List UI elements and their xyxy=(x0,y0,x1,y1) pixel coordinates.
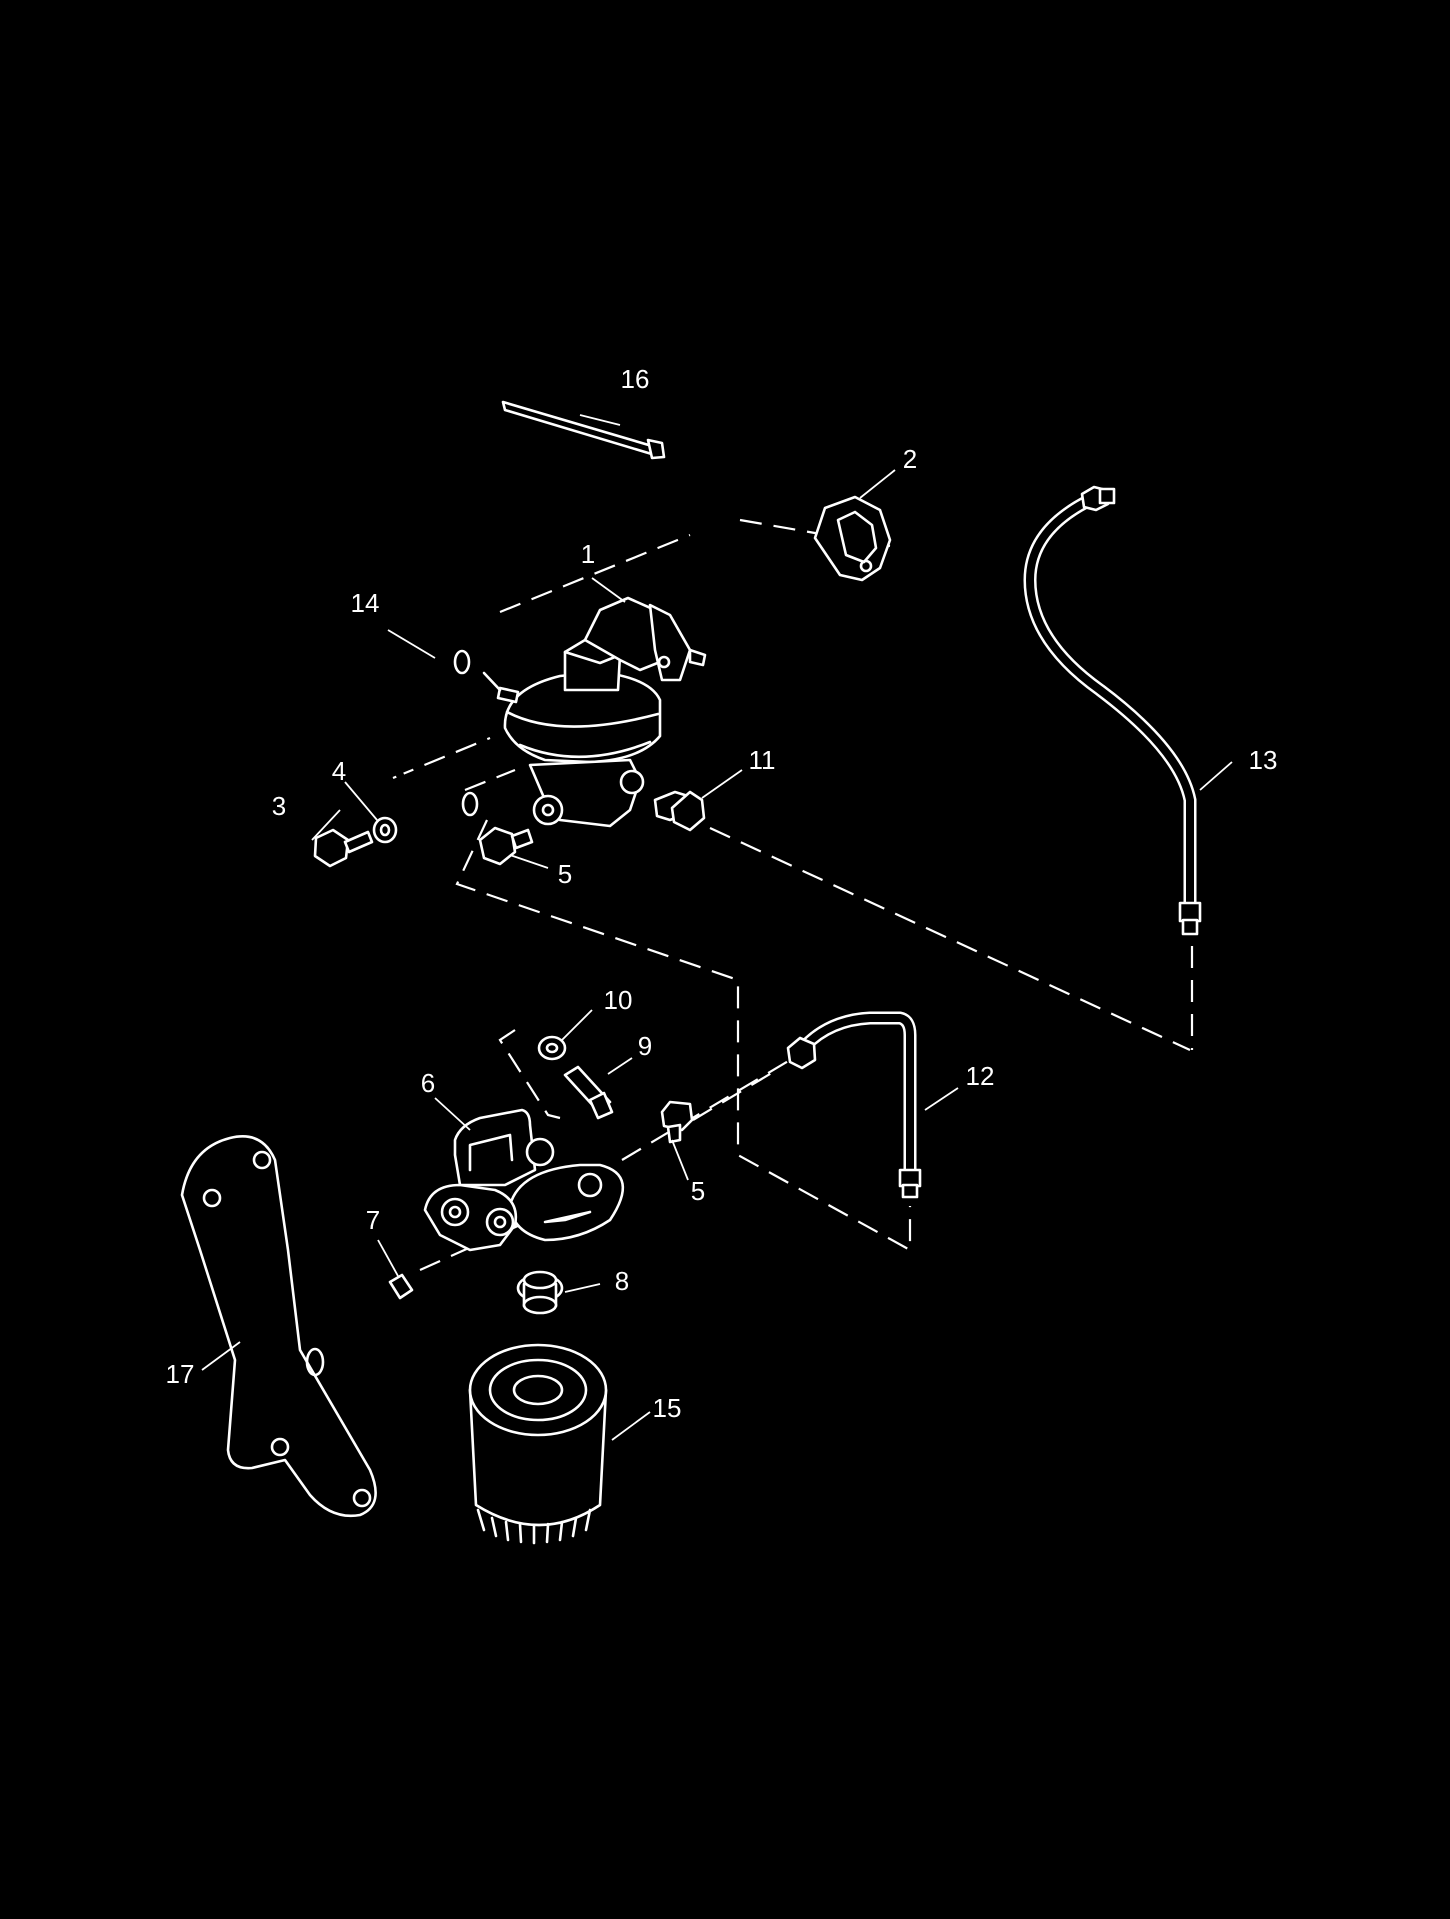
callout-12: 12 xyxy=(966,1061,995,1091)
part-fuel-line-13 xyxy=(1023,485,1202,936)
callout-5-lower: 5 xyxy=(691,1176,705,1206)
part-adapter xyxy=(516,1270,564,1315)
callout-labels: 16 2 1 14 4 3 5 11 13 10 9 6 5 12 7 8 15… xyxy=(166,364,1278,1423)
callout-15: 15 xyxy=(653,1393,682,1423)
part-fitting-upper xyxy=(478,826,534,866)
callout-14: 14 xyxy=(351,588,380,618)
part-fitting-11 xyxy=(653,790,706,832)
part-bolt xyxy=(313,828,374,868)
callout-16: 16 xyxy=(621,364,650,394)
part-fuel-line-12 xyxy=(786,1011,922,1199)
callout-10: 10 xyxy=(604,985,633,1015)
callout-7: 7 xyxy=(366,1205,380,1235)
part-screw xyxy=(563,1065,614,1120)
callout-1: 1 xyxy=(581,539,595,569)
part-gasket xyxy=(813,495,892,582)
callout-leaders xyxy=(201,414,1233,1441)
callout-6: 6 xyxy=(421,1068,435,1098)
part-plug xyxy=(388,1273,414,1300)
callout-11: 11 xyxy=(749,745,776,775)
part-fuel-filter xyxy=(468,1343,608,1545)
callout-2: 2 xyxy=(903,444,917,474)
part-hose xyxy=(385,649,479,817)
part-oring xyxy=(498,1029,567,1120)
part-washer xyxy=(372,816,398,844)
callout-4: 4 xyxy=(332,756,346,786)
callout-5-upper: 5 xyxy=(558,859,572,889)
callout-17: 17 xyxy=(166,1359,195,1389)
assembly-lines xyxy=(392,518,1194,1272)
part-fitting-lower xyxy=(660,1100,694,1144)
part-bracket xyxy=(180,1135,377,1518)
callout-3: 3 xyxy=(272,791,286,821)
part-cable-tie xyxy=(501,400,666,460)
part-filter-head xyxy=(423,1108,625,1252)
callout-9: 9 xyxy=(638,1031,652,1061)
callout-8: 8 xyxy=(615,1266,629,1296)
callout-13: 13 xyxy=(1249,745,1278,775)
part-fuel-pump xyxy=(482,596,707,828)
